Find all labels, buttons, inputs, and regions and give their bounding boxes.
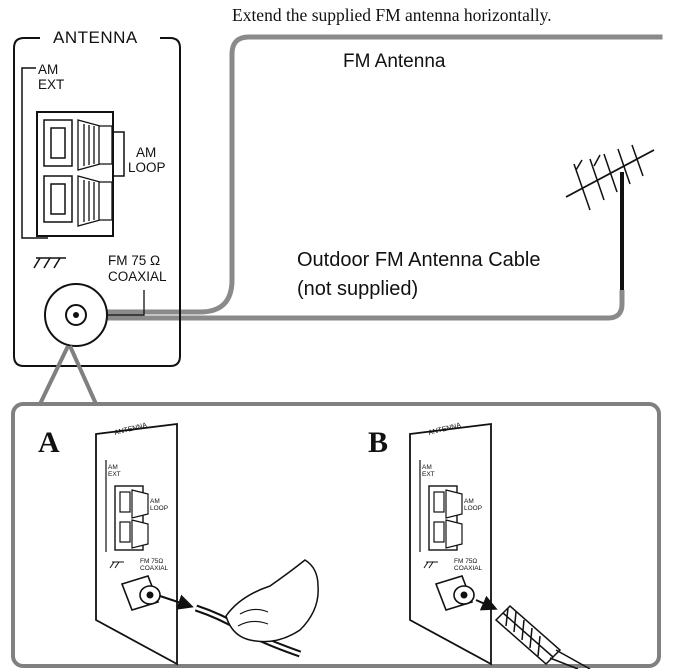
inset-b-illustration [409, 422, 591, 669]
outdoor-cable-label-line1: Outdoor FM Antenna Cable [297, 249, 541, 271]
am-loop-lever-bottom [77, 175, 113, 227]
outdoor-fm-cable [76, 290, 625, 321]
antenna-panel [13, 37, 181, 367]
inset-b-fm-label: FM 75Ω COAXIAL [454, 558, 483, 572]
panel-title: ANTENNA [49, 28, 142, 48]
outdoor-cable-label-line2: (not supplied) [297, 278, 419, 300]
inset-letter-b: B [368, 426, 389, 459]
fm-antenna-label: FM Antenna [343, 51, 446, 72]
inset-a-illustration [95, 422, 319, 666]
outdoor-antenna-icon [565, 144, 655, 290]
fm-coaxial-label-line2: COAXIAL [108, 269, 167, 284]
am-loop-lever-top [77, 119, 113, 171]
am-loop-label-line1: AM [136, 145, 157, 160]
inset-b-am-loop: AM LOOP [464, 498, 483, 512]
am-ext-label-line2: EXT [38, 77, 65, 92]
inset-a-am-ext: AM EXT [108, 464, 121, 478]
inset-a-am-loop: AM LOOP [150, 498, 169, 512]
inset-letter-a: A [38, 426, 60, 459]
inset-b-am-ext: AM EXT [422, 464, 435, 478]
coaxial-plug-icon [494, 604, 591, 669]
am-loop-label-line2: LOOP [128, 160, 166, 175]
inset-a-fm-label: FM 75Ω COAXIAL [140, 558, 169, 572]
am-ext-label-line1: AM [38, 62, 59, 77]
fm-antenna-wire [73, 34, 663, 315]
caption-text: Extend the supplied FM antenna horizonta… [232, 5, 552, 25]
fm-coaxial-label-line1: FM 75 Ω [108, 253, 161, 268]
ground-icon [33, 257, 66, 269]
